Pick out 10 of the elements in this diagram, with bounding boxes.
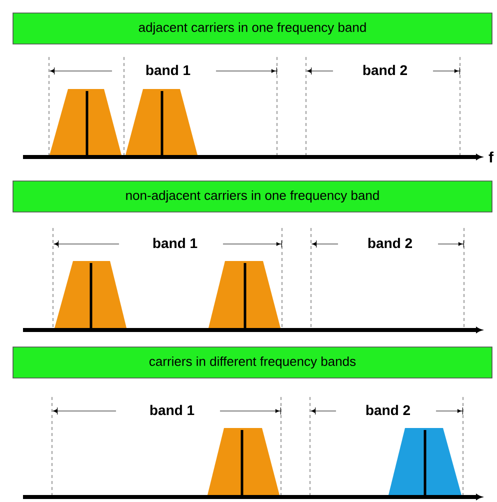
band-label: band 2 [363,64,407,76]
band-label: band 2 [368,238,412,248]
band-label: band 2 [366,404,410,416]
band-label: band 1 [146,64,190,76]
title-bar: carriers in different frequency bands [12,346,492,378]
title-bar: non-adjacent carriers in one frequency band [12,180,492,212]
band-label: band 1 [153,238,198,248]
axis-label: f [488,152,494,162]
band-label: band 1 [150,404,194,416]
title-bar: adjacent carriers in one frequency band [12,12,492,44]
